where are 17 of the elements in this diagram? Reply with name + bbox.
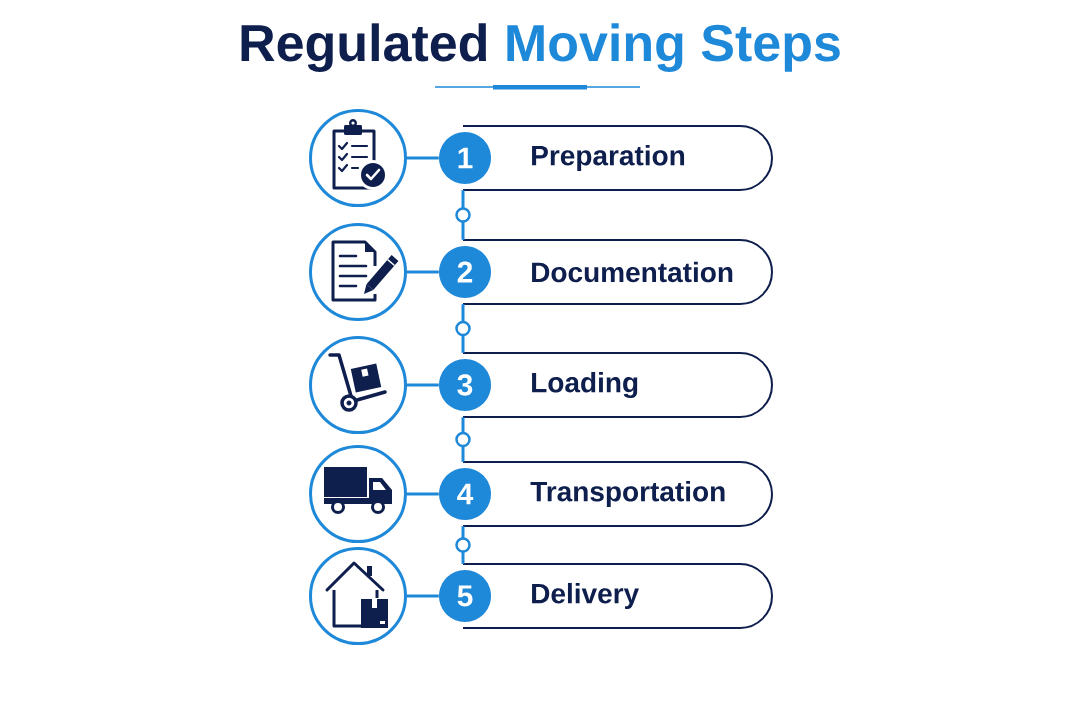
title: Regulated Moving Steps [241,23,840,72]
connector [455,190,471,240]
step-number: 3 [439,359,491,411]
step-number: 5 [439,570,491,622]
step-number: 4 [439,468,491,520]
step-number: 2 [439,246,491,298]
connector [407,383,439,387]
connector [455,417,471,462]
step-number: 1 [439,132,491,184]
connector [407,156,439,160]
connector [407,492,439,496]
icon-circle [309,336,407,434]
connector [407,270,439,274]
connector [455,526,471,564]
icon-circle [309,223,407,321]
connector [455,304,471,353]
connector [407,594,439,598]
